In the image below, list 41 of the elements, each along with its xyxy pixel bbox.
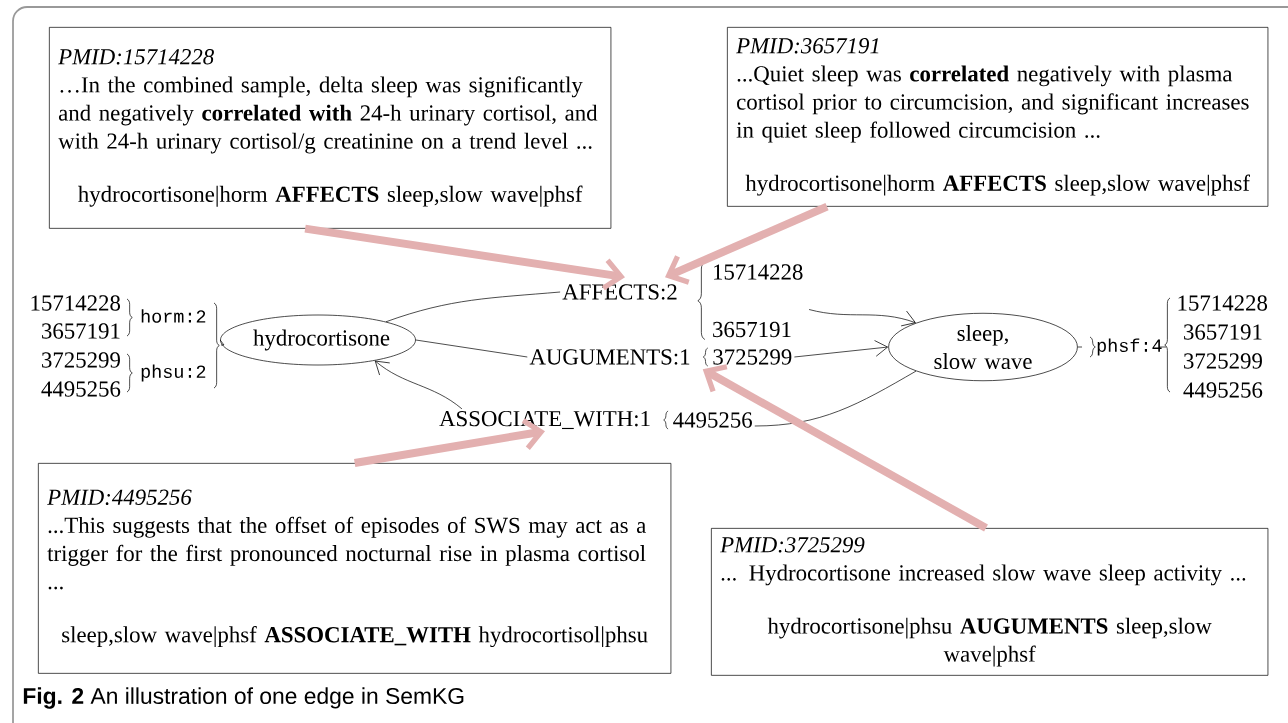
- excerpt-box: [49, 27, 612, 229]
- count-label: phsu:2: [141, 364, 206, 382]
- relation-label: AFFECTS:2: [562, 284, 677, 300]
- excerpt-text: …In the combined sample, delta sleep was significantly and negatively correlated with 24-h urinary cortisol, and with 24-h urinary cortisol/g creatinine on a trend level ...: [58, 76, 598, 154]
- excerpt-text: ... Hydrocortisone increased slow wave sleep activity ...: [721, 564, 1246, 586]
- pmid-number: 15714228: [714, 264, 803, 280]
- relation-label: AUGUMENTS:1: [529, 349, 690, 365]
- triple-text: sleep,slow wave|phsf ASSOCIATE_WITH hydrocortisol|phsu: [62, 626, 648, 648]
- pmid-number: 15714228: [31, 295, 121, 311]
- pmid-label: PMID:15714228: [58, 49, 214, 65]
- relation-arrow: [794, 340, 888, 358]
- triple-text: hydrocortisone|horm AFFECTS sleep,slow wave|phsf: [78, 185, 583, 207]
- pmid-number: 15714228: [1178, 295, 1268, 311]
- triple-text: hydrocortisone|phsu AUGUMENTS sleep,slow wave|phsf: [767, 617, 1212, 667]
- count-label: horm:2: [141, 309, 206, 323]
- highlight-arrow: [304, 224, 625, 291]
- pmid-number: 3725299: [713, 349, 792, 365]
- highlight-arrow: [702, 364, 988, 532]
- excerpt-box: [711, 528, 1269, 676]
- excerpt-text: ...This suggests that the offset of episodes of SWS may act as a trigger for the first pronounced nocturnal rise in plasma cortisol ...: [47, 516, 646, 590]
- excerpt-text: ...Quiet sleep was correlated negatively with plasma cortisol prior to circumcision, and significant increases in quiet sleep followed circumcision ...: [736, 65, 1249, 143]
- excerpt-box: [727, 27, 1269, 207]
- pmid-number: 3725299: [42, 352, 120, 368]
- pmid-label: PMID:3725299: [720, 537, 865, 553]
- count-label: phsf:4: [1097, 338, 1162, 356]
- pmid-number: 4495256: [1183, 382, 1263, 398]
- relation-arrow: [808, 309, 916, 327]
- pmid-number: 3725299: [1184, 353, 1262, 369]
- pmid-number: 3657191: [1184, 324, 1262, 340]
- triple-text: hydrocortisone|horm AFFECTS sleep,slow wave|phsf: [745, 174, 1250, 196]
- excerpt-box: [38, 463, 672, 674]
- relation-arrow: [374, 360, 463, 410]
- relation-label: ASSOCIATE_WITH:1: [439, 410, 650, 430]
- pmid-number: 3657191: [42, 323, 120, 339]
- figure-caption: Fig. 2 An illustration of one edge in SemKG: [23, 687, 464, 709]
- pmid-label: PMID:3657191: [736, 38, 879, 54]
- pmid-number: 4495256: [41, 381, 121, 397]
- pmid-number: 4495256: [673, 412, 752, 428]
- pmid-label: PMID:4495256: [47, 489, 192, 506]
- highlight-arrow: [665, 203, 829, 285]
- pmid-number: 3657191: [713, 321, 791, 338]
